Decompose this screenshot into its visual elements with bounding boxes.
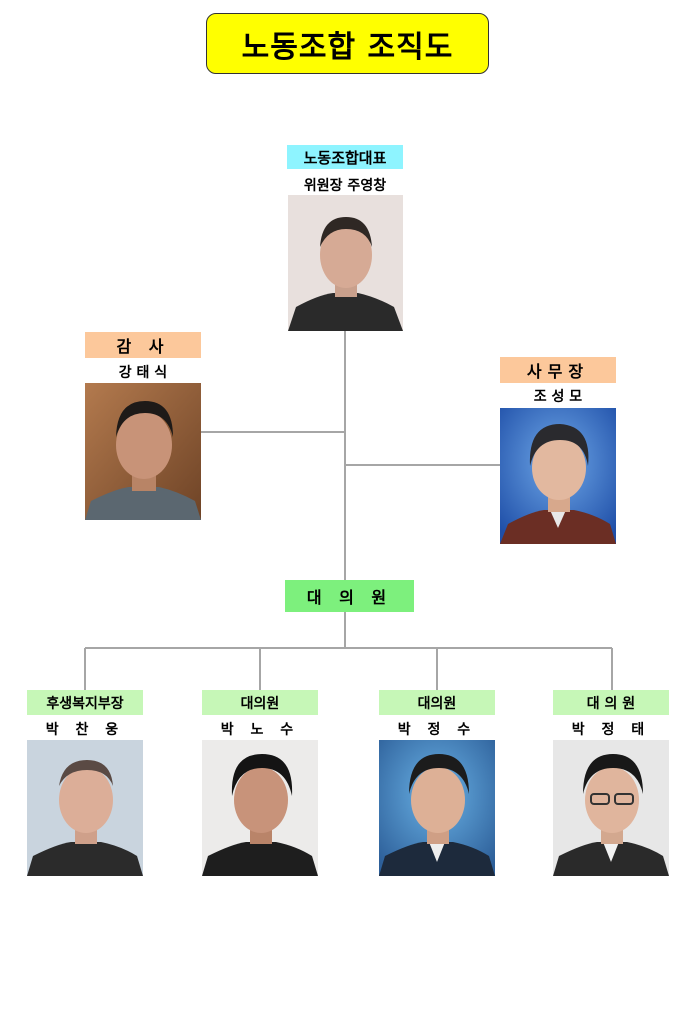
member-1-portrait-photo	[27, 740, 143, 876]
member-1-name: 박 찬 웅	[45, 722, 125, 738]
member-1-role-label: 후생복지부장	[27, 690, 143, 715]
member-2-name: 박 노 수	[220, 722, 300, 738]
leader-portrait-photo	[288, 195, 403, 331]
leader-name: 위원장 주영창	[303, 178, 387, 194]
leader-role-label: 노동조합대표	[287, 145, 403, 169]
member-2-portrait-photo	[202, 740, 318, 876]
council-role-label: 대 의 원	[285, 580, 414, 612]
member-4-role-label: 대 의 원	[553, 690, 669, 715]
secretary-name: 조 성 모	[533, 389, 583, 405]
member-3-name: 박 정 수	[397, 722, 477, 738]
member-4-name: 박 정 태	[571, 722, 651, 738]
chart-title: 노동조합 조직도	[206, 13, 489, 74]
member-3-portrait-photo	[379, 740, 495, 876]
secretary-portrait-photo	[500, 408, 616, 544]
auditor-name: 강 태 식	[118, 365, 168, 381]
member-3-role-label: 대의원	[379, 690, 495, 715]
auditor-role-label: 감 사	[85, 332, 201, 358]
member-2-role-label: 대의원	[202, 690, 318, 715]
member-4-portrait-photo	[553, 740, 669, 876]
secretary-role-label: 사무장	[500, 357, 616, 383]
auditor-portrait-photo	[85, 383, 201, 520]
